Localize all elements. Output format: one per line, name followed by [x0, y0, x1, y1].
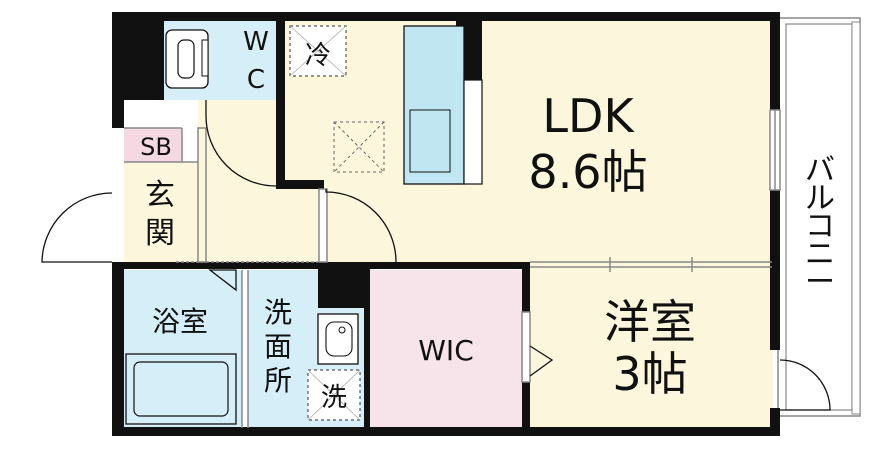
- wc-label-c: C: [247, 65, 265, 95]
- storage-marker: [333, 121, 385, 173]
- balcony: [777, 17, 861, 417]
- bathtub-icon: [125, 353, 237, 425]
- balcony-label-4: ニ: [805, 237, 835, 272]
- ldk-size-label: 8.6帖: [528, 145, 647, 199]
- ldk-name-label: LDK: [542, 89, 635, 143]
- ldk-floor: [278, 20, 773, 262]
- washroom-label-1: 洗: [264, 296, 292, 329]
- western-floor: [530, 262, 773, 428]
- wic-floor: [370, 270, 526, 428]
- balcony-label-5: ー: [805, 265, 835, 300]
- western-size-label: 3帖: [612, 347, 687, 401]
- entrance-floor: [124, 162, 198, 262]
- balcony-label-1: バ: [805, 153, 835, 188]
- wic-label: WIC: [418, 334, 474, 367]
- balcony-label-2: ル: [805, 181, 835, 216]
- toilet-icon: [165, 29, 209, 89]
- sb-label: SB: [140, 133, 172, 161]
- western-name-label: 洋室: [604, 295, 696, 349]
- kitchen-counter-icon: [403, 25, 483, 185]
- hall-floor: [198, 100, 278, 262]
- balcony-label-3: コ: [805, 209, 835, 244]
- washer-label: 洗: [321, 383, 347, 413]
- bath-label: 浴室: [152, 305, 208, 338]
- entrance-label-2: 関: [145, 216, 175, 251]
- washroom-label-2: 面: [264, 330, 292, 363]
- fridge-label: 冷: [305, 41, 331, 71]
- doors: [41, 100, 831, 411]
- partitions: [124, 109, 781, 428]
- washroom-label-3: 所: [264, 364, 292, 397]
- sb-floor: [124, 128, 182, 162]
- wash-basin-icon: [317, 313, 359, 365]
- wc-label-w: W: [243, 27, 269, 57]
- entrance-label-1: 玄: [145, 178, 175, 213]
